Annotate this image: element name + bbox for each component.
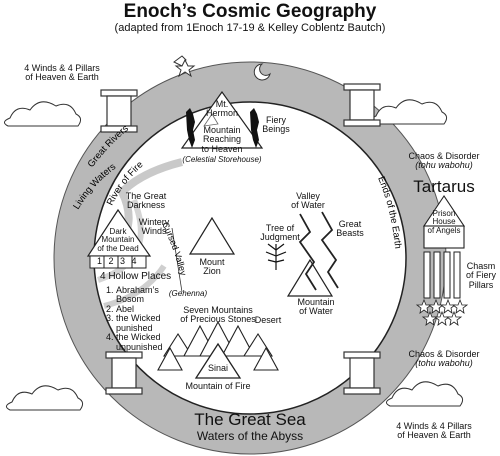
tree-of-judgment-icon: [265, 243, 287, 270]
cursed-valley-line: [171, 227, 183, 293]
sinai-label: Sinai: [207, 363, 228, 373]
river-band: [103, 264, 167, 309]
list-item: the Wicked punished: [116, 314, 168, 333]
pillar-top-left: [100, 89, 138, 133]
pillar-bottom-right: [343, 351, 381, 395]
fiery-pillars: [423, 251, 461, 299]
gehenna-label: (Gehenna): [168, 289, 208, 298]
mountain-of-fire-label: Mountain of Fire: [185, 381, 251, 391]
abyss-label: Waters of the Abyss: [196, 429, 304, 443]
mountain-of-water-shape: [286, 258, 334, 297]
hollow-places-list: Abraham’s Bosom Abel the Wicked punished…: [104, 285, 168, 352]
valley-of-water-line: [320, 211, 339, 289]
page-subtitle: (adapted from 1Enoch 17-19 & Kelley Cobl…: [114, 22, 386, 34]
fiery-beings-figure: [186, 108, 259, 148]
chaos-label-top: Chaos & Disorder(tohu wabohu): [408, 151, 480, 171]
cloud-icon: [370, 99, 448, 125]
lightning-icon: [173, 55, 196, 78]
moon-icon: [253, 63, 271, 81]
hollow-places-boxes: [89, 255, 147, 269]
page-title: Enoch’s Cosmic Geography: [123, 1, 377, 22]
valley-of-water-line: [298, 213, 317, 291]
list-item: Abraham’s Bosom: [116, 285, 168, 305]
mt-hermon-label: Mt.Hermon: [205, 99, 238, 119]
sinai-shape: [194, 342, 242, 379]
celestial-storehouse-label: (Celestial Storehouse): [182, 155, 262, 164]
chaos-label-bottom: Chaos & Disorder(tohu wabohu): [408, 349, 480, 369]
mountain-peak-lines: [203, 113, 219, 127]
cloud-icon: [386, 381, 464, 407]
great-sea-label: The Great Sea: [194, 410, 306, 429]
list-item: the Wicked unpunished: [116, 332, 168, 352]
pillar-top-right: [343, 83, 381, 127]
cloud-icon: [4, 101, 82, 127]
seven-mountains-shape: [157, 320, 279, 371]
prison-house-body: [423, 225, 465, 249]
tartarus-label: Tartarus: [413, 177, 475, 196]
mt-hermon-shape: [180, 90, 264, 149]
pillar-bottom-left: [105, 351, 143, 395]
desert-label: Desert: [254, 315, 282, 325]
list-item: Abel: [116, 304, 168, 314]
hollow-numbers: 1234: [96, 256, 144, 266]
mount-zion-shape: [188, 216, 236, 255]
star-icon-group: [415, 298, 469, 326]
hollow-places-title: 4 Hollow Places: [100, 271, 172, 282]
cloud-icon: [6, 385, 84, 411]
